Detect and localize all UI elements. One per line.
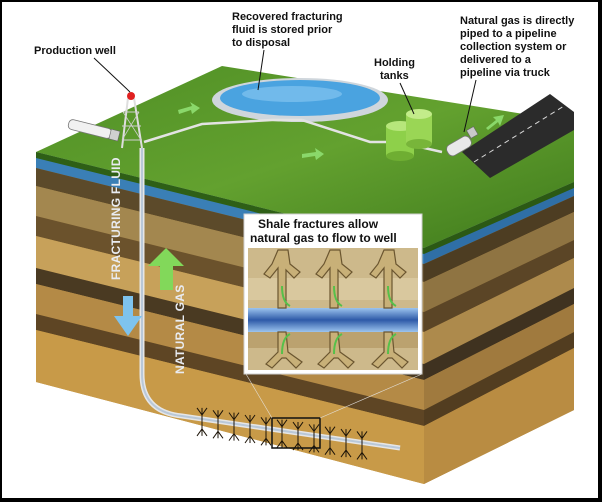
fracture-mark — [228, 412, 240, 427]
fracture-mark — [356, 431, 368, 446]
fracking-diagram: FRACTURING FLUID NATURAL GAS — [34, 11, 575, 484]
fracture-mark — [276, 433, 288, 448]
shale-inset: Shale fractures allow natural gas to flo… — [243, 213, 423, 375]
inset-title-line-1: Shale fractures allow — [258, 217, 379, 231]
well-bore — [139, 148, 401, 451]
fracture-mark — [308, 424, 320, 439]
production-well-leader — [93, 57, 131, 93]
recovered-fluid-line-3: to disposal — [232, 37, 290, 49]
recovered-fluid-leader — [257, 49, 265, 91]
inset-zoom-lines — [245, 373, 423, 419]
diagram-frame: FRACTURING FLUID NATURAL GAS — [2, 2, 598, 498]
fracture-mark — [324, 440, 336, 456]
fracture-marks — [196, 407, 368, 460]
natural-gas-pipeline-leader — [463, 79, 477, 133]
pipeline-line-3: collection system or — [460, 41, 567, 53]
holding-tanks-line-2: tanks — [380, 70, 409, 82]
fracture-mark — [244, 428, 256, 444]
production-well-label: Production well — [34, 45, 116, 57]
fracture-mark — [356, 445, 368, 460]
pipeline-line-5: pipeline via truck — [460, 67, 551, 79]
natural-gas-arrow — [148, 248, 184, 290]
fracture-mark — [212, 409, 224, 425]
inset-fractures — [263, 249, 409, 369]
tanker-truck-right — [446, 126, 479, 157]
inset-gas-arrows — [281, 285, 397, 355]
fracture-mark — [228, 426, 240, 441]
fracture-mark — [260, 417, 272, 432]
inset-title-line-2: natural gas to flow to well — [250, 231, 397, 245]
fracture-mark — [196, 421, 208, 437]
holding-tanks-line-1: Holding — [374, 57, 415, 69]
recovered-fluid-label: Recovered fracturing fluid is stored pri… — [232, 11, 343, 49]
fracture-mark — [308, 438, 320, 453]
fracture-mark — [196, 407, 208, 422]
fracture-mark — [292, 421, 304, 437]
holding-tanks-leader — [399, 82, 415, 115]
fracturing-fluid-arrow — [114, 296, 142, 336]
natural-gas-pipeline-label: Natural gas is directly piped to a pipel… — [460, 15, 575, 79]
surface-flow-arrows — [178, 102, 504, 160]
fracture-highlight-box — [271, 417, 321, 449]
road — [462, 94, 574, 178]
fracture-mark — [340, 428, 352, 444]
fracturing-fluid-label: FRACTURING FLUID — [109, 157, 123, 280]
fluid-pond — [212, 78, 388, 122]
fracture-mark — [324, 426, 336, 441]
recovered-fluid-line-1: Recovered fracturing — [232, 11, 343, 23]
fracture-mark — [276, 419, 288, 434]
production-well-derrick — [121, 92, 143, 149]
natural-gas-label: NATURAL GAS — [173, 284, 187, 374]
holding-tanks-label: Holding tanks — [374, 57, 415, 82]
fracture-mark — [260, 431, 272, 446]
pipeline-line-4: delivered to a — [460, 54, 532, 66]
recovered-fluid-line-2: fluid is stored prior — [232, 24, 333, 36]
fracture-mark — [340, 443, 352, 458]
tanker-truck-left — [67, 119, 121, 142]
pipeline-line-2: piped to a pipeline — [460, 28, 557, 40]
fracture-mark — [244, 414, 256, 429]
fracture-mark — [212, 424, 224, 439]
pipeline-line-1: Natural gas is directly — [460, 15, 575, 27]
